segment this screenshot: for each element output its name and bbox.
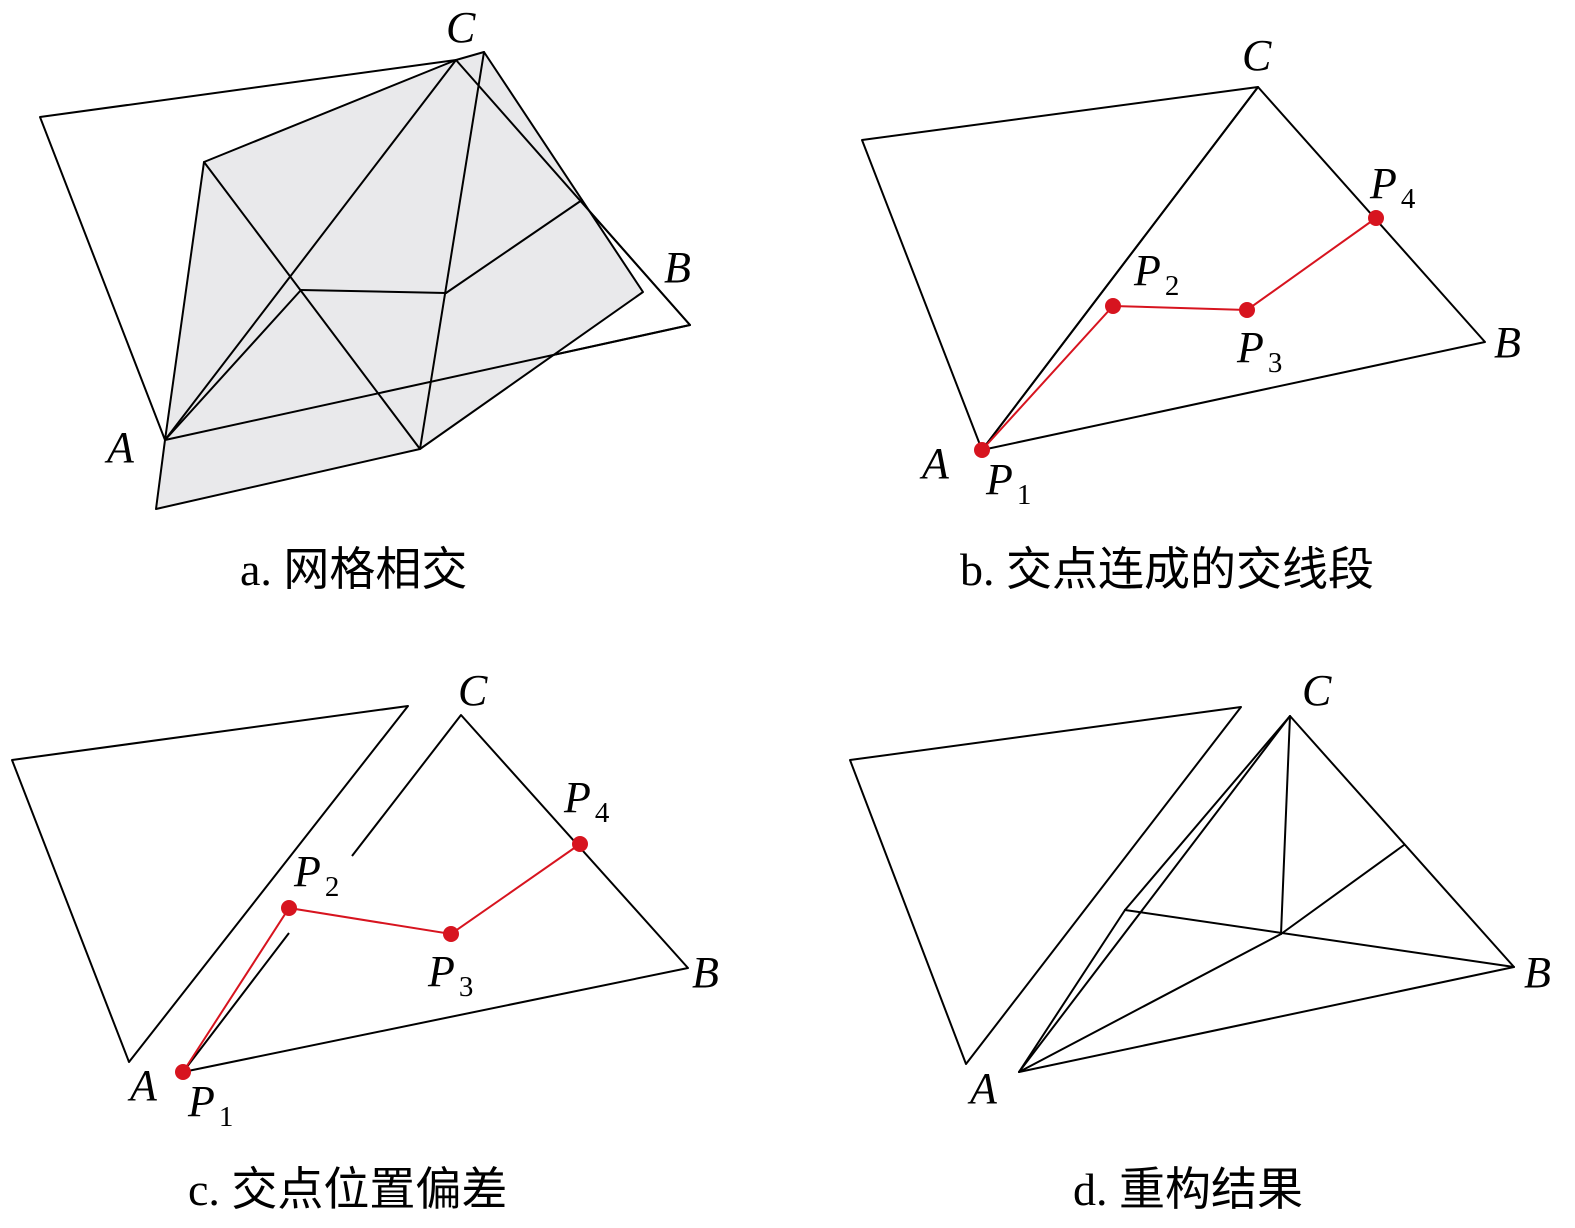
panel-d-edge: [1280, 715, 1291, 935]
panel-c-label-A: A: [127, 1061, 158, 1110]
panel-a-edge: [203, 161, 421, 450]
panel-d-edge: [1124, 909, 1515, 968]
panel-c-label-B: B: [692, 948, 719, 997]
panel-b-point-P1: [974, 442, 990, 458]
panel-c-caption: c. 交点位置偏差: [188, 1164, 507, 1215]
panel-b-label-C: C: [1242, 31, 1272, 80]
panel-c-point-P1: [175, 1064, 191, 1080]
panel-d-label-A: A: [967, 1064, 998, 1113]
panel-c-back-triangle: [11, 705, 409, 1063]
panel-d-caption: d. 重构结果: [1073, 1164, 1303, 1215]
panel-d-triangle-ABC: [1018, 715, 1515, 1073]
panel-d-edge: [1018, 909, 1126, 1073]
panel-c-intersection-polyline: [182, 843, 581, 1073]
panel-b-intersection-polyline: [981, 217, 1377, 451]
panel-b-triangle-ABC: [981, 86, 1486, 451]
panel-b-back-triangle: [861, 86, 1259, 451]
panel-a-caption: a. 网格相交: [240, 544, 467, 595]
panel-a-edge: [445, 199, 583, 294]
panel-c-point-P2: [281, 900, 297, 916]
panel-b-point-P3: [1239, 302, 1255, 318]
panel-d-label-B: B: [1524, 948, 1551, 997]
panel-c-point-P3: [443, 926, 459, 942]
panel-b-label-A: A: [919, 439, 950, 488]
panel-b-point-P2: [1105, 298, 1121, 314]
panel-d-label-C: C: [1302, 666, 1332, 715]
panel-a-label-B: B: [664, 243, 691, 292]
panel-c-point-P4: [572, 836, 588, 852]
panel-a-label-C: C: [446, 3, 476, 52]
panel-a-edge: [419, 51, 485, 450]
panel-b-point-P4: [1368, 210, 1384, 226]
panel-a-label-A: A: [104, 423, 135, 472]
panel-a-edge: [164, 289, 302, 441]
panel-d-edge: [1018, 933, 1282, 1073]
panel-d: A B C d. 重构结果: [849, 666, 1551, 1215]
panel-a-shaded-mesh: [155, 51, 644, 510]
panel-c-label-C: C: [458, 666, 488, 715]
panel-a: A B C a. 网格相交: [39, 3, 691, 595]
panel-a-edge: [164, 324, 691, 441]
panel-b-caption: b. 交点连成的交线段: [960, 544, 1374, 595]
panel-d-edge: [1124, 715, 1291, 911]
panel-d-back-triangle: [849, 706, 1242, 1065]
panel-a-edge: [164, 59, 457, 441]
panel-b-label-B: B: [1494, 318, 1521, 367]
panel-d-edge: [1280, 844, 1405, 935]
panel-a-edge: [455, 59, 691, 326]
panel-c-triangle-ABC: [182, 714, 689, 1073]
panel-a-edge: [300, 289, 447, 294]
